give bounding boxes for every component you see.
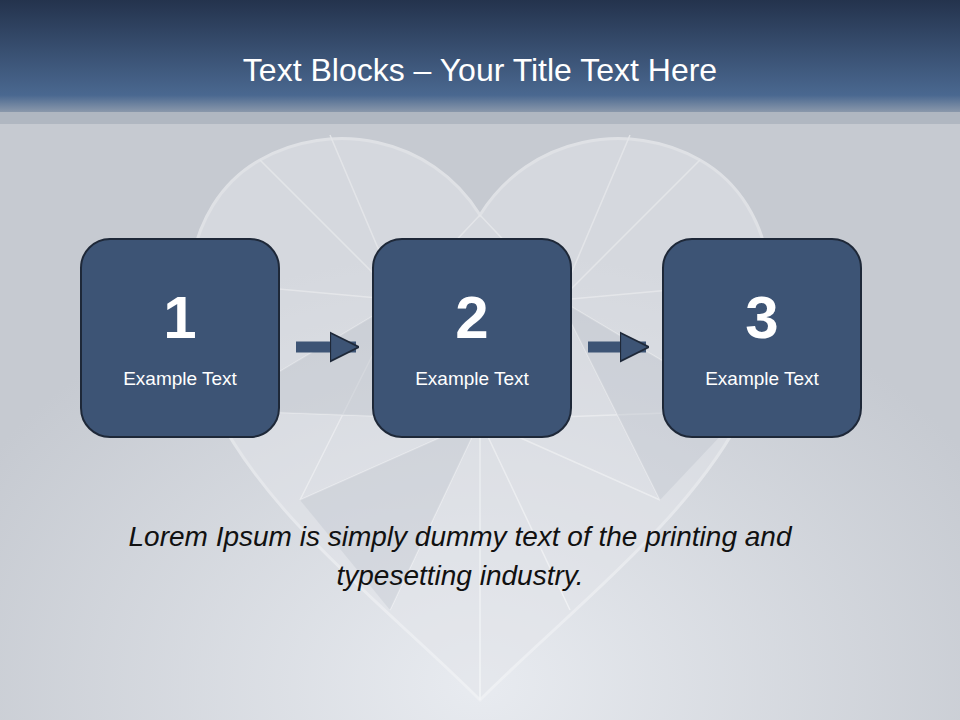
- header-band: [0, 0, 960, 112]
- step-box: 2Example Text: [372, 238, 572, 438]
- note-text: Lorem Ipsum is simply dummy text of the …: [90, 517, 830, 595]
- step-text: Example Text: [705, 367, 819, 391]
- header-shade: [0, 112, 960, 124]
- step-text: Example Text: [415, 367, 529, 391]
- step-number: 3: [745, 285, 778, 351]
- step-number: 1: [163, 285, 196, 351]
- flow-arrow: [296, 342, 356, 353]
- flow-arrow: [588, 342, 646, 353]
- step-box: 3Example Text: [662, 238, 862, 438]
- step-text: Example Text: [123, 367, 237, 391]
- step-number: 2: [455, 285, 488, 351]
- slide-title: Text Blocks – Your Title Text Here: [0, 52, 960, 89]
- step-box: 1Example Text: [80, 238, 280, 438]
